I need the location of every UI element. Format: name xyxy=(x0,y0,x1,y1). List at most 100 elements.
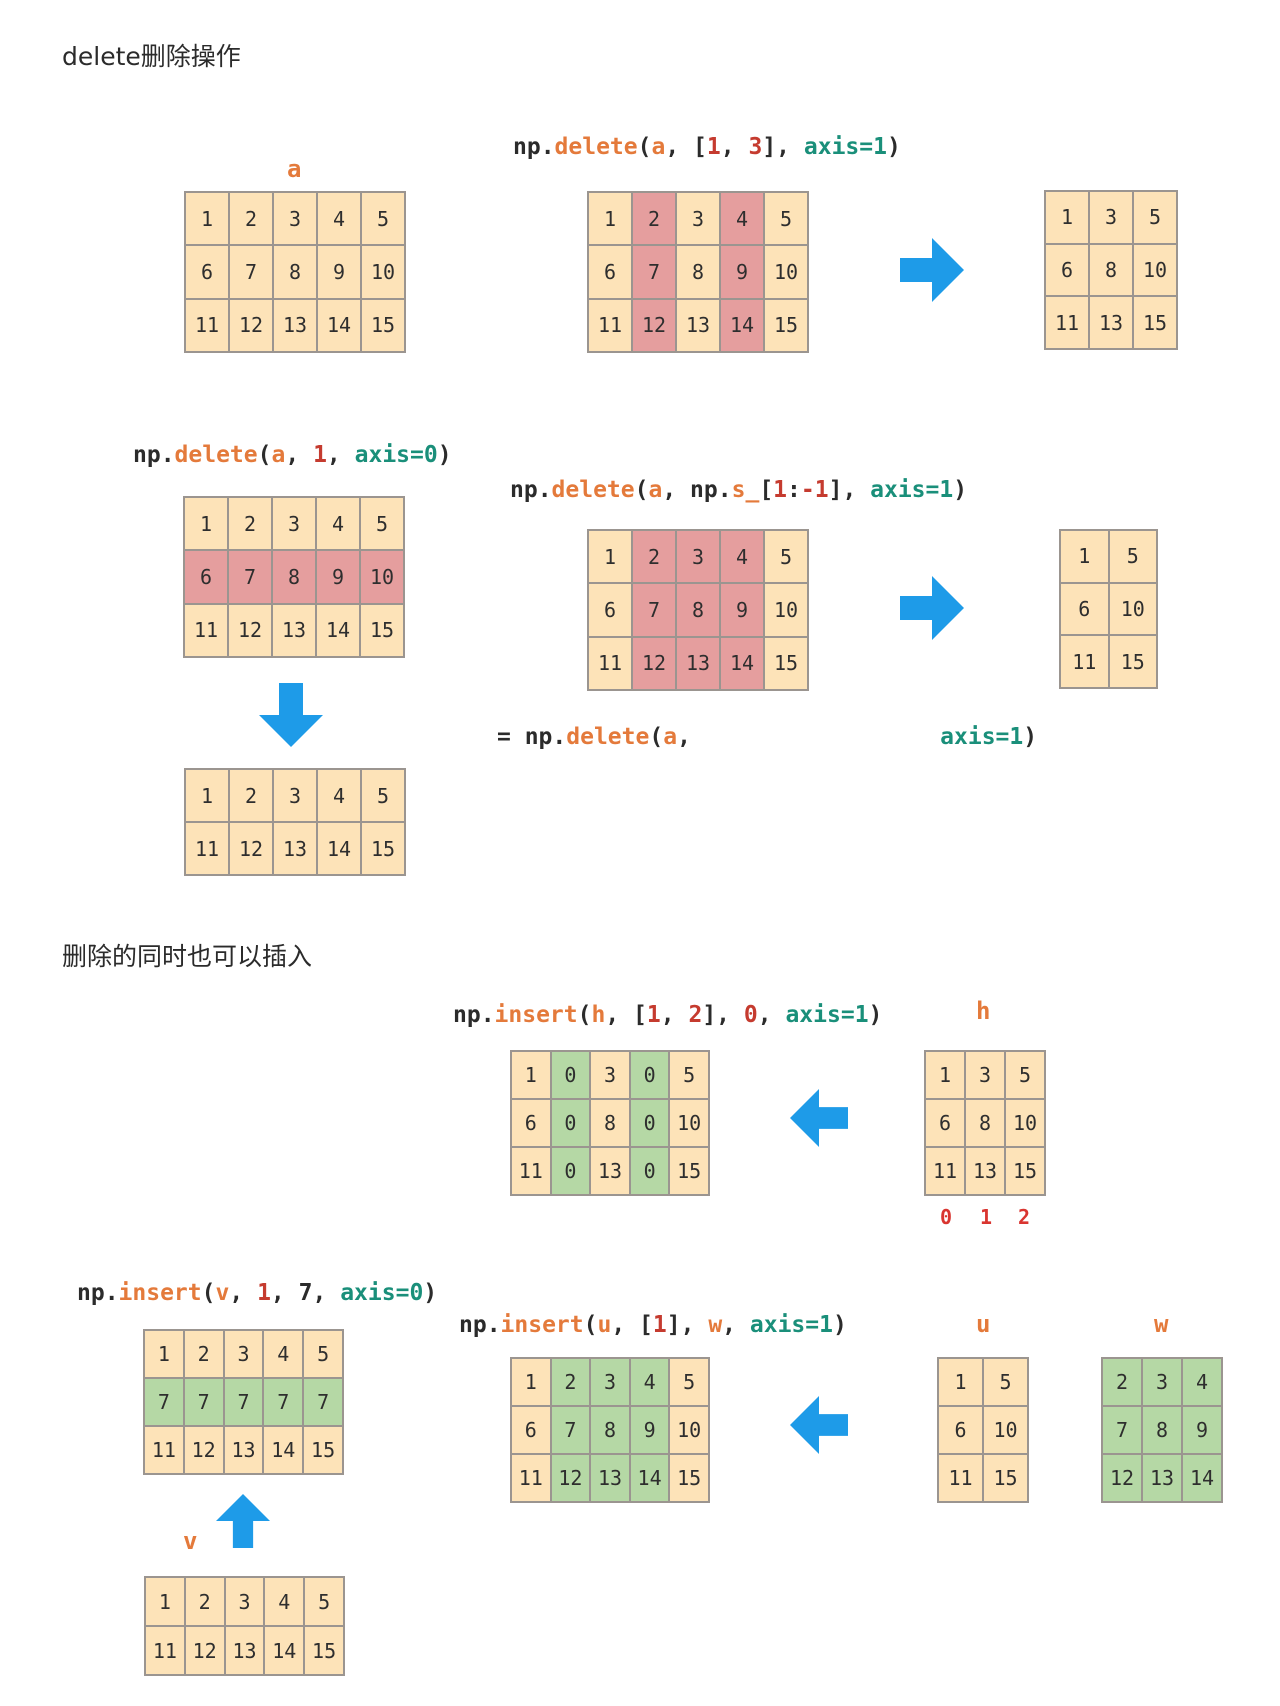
arrow-icon xyxy=(259,683,323,747)
code-token: axis= xyxy=(340,1280,410,1306)
grid-cell: 11 xyxy=(512,1455,550,1501)
grid-cell: 8 xyxy=(966,1100,1004,1146)
code-token: , [ xyxy=(665,134,707,160)
grid-cell: 6 xyxy=(939,1407,982,1453)
grid-cell: 11 xyxy=(146,1627,184,1674)
grid-cell: 7 xyxy=(145,1379,183,1425)
grid-cell: 13 xyxy=(677,299,719,351)
grid-cell: 15 xyxy=(362,299,404,351)
grid-cell: 8 xyxy=(273,551,315,603)
grid-cell: 3 xyxy=(224,1331,263,1377)
grid-cell: 10 xyxy=(1134,244,1176,296)
code-token: 0 xyxy=(423,442,438,468)
grid-cell: 6 xyxy=(1046,244,1088,296)
grid-cell: 10 xyxy=(670,1100,708,1146)
section-heading-insert: 删除的同时也可以插入 xyxy=(62,942,313,971)
grid-cell: 1 xyxy=(926,1052,964,1098)
grid-cell: 8 xyxy=(1090,244,1132,296)
grid-cell: 14 xyxy=(721,637,763,689)
grid-cell: 15 xyxy=(304,1427,342,1473)
grid-cell: 2 xyxy=(230,770,272,821)
code-token: ) xyxy=(423,1280,438,1306)
grid-cell: 2 xyxy=(551,1359,590,1405)
grid-cell: 0 xyxy=(551,1148,590,1194)
grid-cell: 5 xyxy=(304,1331,342,1377)
code-token: , np. xyxy=(662,477,732,503)
grid-cell: 15 xyxy=(305,1627,343,1674)
code-token: axis= xyxy=(870,477,940,503)
grid-cell: 7 xyxy=(184,1379,223,1425)
code-token: : xyxy=(787,477,801,503)
grid-cell: 10 xyxy=(765,246,807,298)
code-token: a xyxy=(651,134,666,160)
arrow-icon xyxy=(900,576,964,640)
grid-cell: 0 xyxy=(551,1052,590,1098)
code-token: ) xyxy=(832,1312,847,1338)
grid-cell: 1 xyxy=(145,1331,183,1377)
code-token: axis= xyxy=(940,724,1010,750)
grid-cell: 15 xyxy=(362,823,404,874)
code-token: axis= xyxy=(354,442,424,468)
grid-cell: 13 xyxy=(225,1627,264,1674)
grid-cell: 1 xyxy=(512,1052,550,1098)
grid-cell: 1 xyxy=(1061,531,1108,582)
grid-cell: 2 xyxy=(633,531,675,583)
code-token: , xyxy=(757,1002,786,1028)
grid-cell: 14 xyxy=(1183,1455,1221,1501)
grid-cell: 11 xyxy=(512,1148,550,1194)
code-token: ( xyxy=(637,134,652,160)
grid-cell: 15 xyxy=(670,1455,708,1501)
grid-cell: 13 xyxy=(591,1148,629,1194)
grid-cell: 5 xyxy=(1134,192,1176,243)
grid-cell: 7 xyxy=(304,1379,342,1425)
grid-cell: 12 xyxy=(184,1427,223,1473)
code-token: axis= xyxy=(785,1002,855,1028)
section-heading-delete: delete删除操作 xyxy=(62,42,241,71)
code-token: ], xyxy=(702,1002,744,1028)
arrow-icon xyxy=(900,238,964,302)
grid-cell: 5 xyxy=(361,498,403,550)
code-delete-slice: np.delete(a, np.s_[1:-1], axis=1) xyxy=(510,475,967,505)
grid-cell: 6 xyxy=(589,246,631,298)
grid-cell: 3 xyxy=(274,193,316,245)
code-token: [ xyxy=(759,477,774,503)
grid-cell: 6 xyxy=(589,584,631,636)
grid-cell: 11 xyxy=(926,1148,964,1194)
grid-cell: 13 xyxy=(274,299,316,351)
grid-cell: 7 xyxy=(551,1407,590,1453)
code-token: ) xyxy=(953,477,968,503)
grid-cell: 12 xyxy=(230,299,272,351)
code-token: a xyxy=(663,724,678,750)
grid-cell: 14 xyxy=(630,1455,669,1501)
grid-cell: 12 xyxy=(551,1455,590,1501)
grid-cell: 6 xyxy=(1061,583,1108,635)
code-token: 7 xyxy=(298,1280,313,1306)
grid-cell: 11 xyxy=(1046,297,1088,348)
grid-cell: 1 xyxy=(939,1359,982,1405)
grid-cell: 15 xyxy=(1006,1148,1044,1194)
code-token: 0 xyxy=(743,1002,758,1028)
grid-cell: 4 xyxy=(1183,1359,1221,1405)
array-label-v: v xyxy=(183,1527,198,1555)
grid-cell: 7 xyxy=(230,246,272,298)
grid-cell: 13 xyxy=(224,1427,263,1473)
grid-cell: 8 xyxy=(1143,1407,1181,1453)
code-token: ( xyxy=(201,1280,216,1306)
code-token: 2 xyxy=(688,1002,703,1028)
grid-cell: 4 xyxy=(317,498,359,550)
code-token: , xyxy=(312,1280,341,1306)
grid-cell: 12 xyxy=(633,637,675,689)
code-token: delete xyxy=(554,134,638,160)
grid-cell: 14 xyxy=(265,1627,304,1674)
grid-cell: 5 xyxy=(1006,1052,1044,1098)
code-token: ( xyxy=(583,1312,598,1338)
code-token: np. xyxy=(459,1312,501,1338)
grid-cell: 13 xyxy=(966,1148,1004,1194)
code-token: 0 xyxy=(409,1280,424,1306)
grid-cell: 1 xyxy=(185,498,227,550)
code-token: , [ xyxy=(611,1312,653,1338)
